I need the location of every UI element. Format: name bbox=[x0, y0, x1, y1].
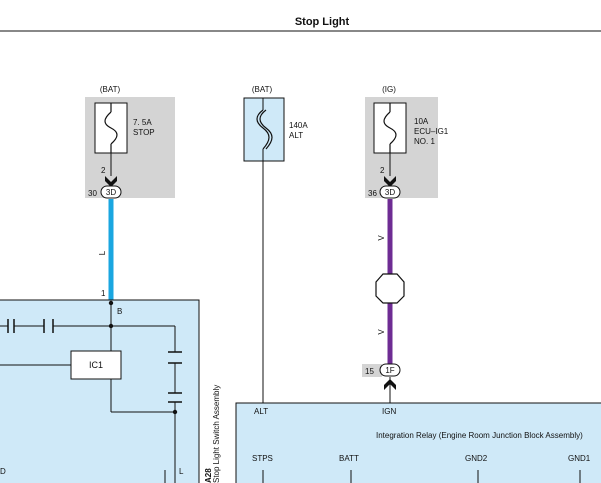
switch-pin-d-label: D bbox=[0, 467, 6, 476]
relay-pin-gnd2: GND2 bbox=[465, 454, 488, 463]
junction-connector-octagon-icon bbox=[375, 273, 405, 304]
fuse-stop-connector-pin: 30 bbox=[88, 189, 97, 198]
relay-bottom-leads bbox=[262, 470, 581, 483]
fuse-icon bbox=[373, 102, 407, 154]
fuse-stop-source: (BAT) bbox=[100, 85, 121, 94]
diagram-title: Stop Light bbox=[295, 16, 350, 28]
switch-pin-b-label: B bbox=[117, 307, 122, 316]
wire-blue-color-code: L bbox=[98, 250, 107, 255]
relay-connector-pin: 15 bbox=[365, 367, 374, 376]
relay-pin-ign: IGN bbox=[382, 407, 396, 416]
fuse-icon bbox=[94, 102, 128, 154]
relay-connector: 1F bbox=[379, 363, 401, 377]
relay-name: Integration Relay (Engine Room Junction … bbox=[376, 431, 583, 440]
fuse-ecu-connector-pin: 36 bbox=[368, 189, 377, 198]
relay-pin-batt: BATT bbox=[339, 454, 359, 463]
fuse-ecu-terminal-icon bbox=[384, 176, 396, 187]
integration-relay-body bbox=[235, 402, 601, 483]
relay-connector-label: 1F bbox=[385, 366, 394, 375]
relay-pin-gnd1: GND1 bbox=[568, 454, 591, 463]
switch-internal-circuit bbox=[0, 303, 178, 483]
capacitor-icon bbox=[168, 351, 182, 364]
wire-violet-color-code-lower: V bbox=[377, 329, 386, 335]
stop-light-switch-body bbox=[0, 299, 200, 483]
capacitor-icon bbox=[168, 392, 182, 403]
fuse-alt-name: ALT bbox=[289, 131, 303, 140]
switch-pin-top: 1 bbox=[101, 289, 106, 298]
fuse-ecu-source: (IG) bbox=[382, 85, 396, 94]
fuse-ecu-name-2: NO. 1 bbox=[414, 137, 435, 146]
switch-assembly-name: Stop Light Switch Assembly bbox=[212, 385, 221, 483]
capacitor-icon bbox=[43, 319, 54, 333]
fuse-stop-terminal-icon bbox=[105, 176, 117, 187]
switch-connector-id: A28 bbox=[204, 468, 213, 483]
relay-pin-alt: ALT bbox=[254, 407, 268, 416]
fuse-ecu-connector: 3D bbox=[379, 185, 401, 199]
switch-pin-l-label: L bbox=[179, 467, 184, 476]
fuse-ecu-name: ECU–IG1 bbox=[414, 127, 449, 136]
ic1-label: IC1 bbox=[89, 360, 103, 370]
capacitor-icon bbox=[7, 319, 15, 333]
wire-violet-color-code-upper: V bbox=[377, 235, 386, 241]
fuse-ecu-rating: 10A bbox=[414, 117, 429, 126]
relay-connector-pin-bg bbox=[362, 364, 382, 377]
fuse-alt-source: (BAT) bbox=[252, 85, 273, 94]
fusible-link-icon bbox=[243, 97, 285, 162]
fuse-ecu-pin: 2 bbox=[380, 166, 385, 175]
fuse-stop-pin: 2 bbox=[101, 166, 106, 175]
fuse-alt-rating: 140A bbox=[289, 121, 308, 130]
fuse-stop-name: STOP bbox=[133, 128, 155, 137]
fuse-stop-rating: 7. 5A bbox=[133, 118, 152, 127]
ic1-chip bbox=[70, 350, 122, 380]
fuse-stop-connector: 3D bbox=[100, 185, 122, 199]
fuse-stop-connector-label: 3D bbox=[106, 188, 116, 197]
fuse-ecu-connector-label: 3D bbox=[385, 188, 395, 197]
relay-pin-stps: STPS bbox=[252, 454, 273, 463]
